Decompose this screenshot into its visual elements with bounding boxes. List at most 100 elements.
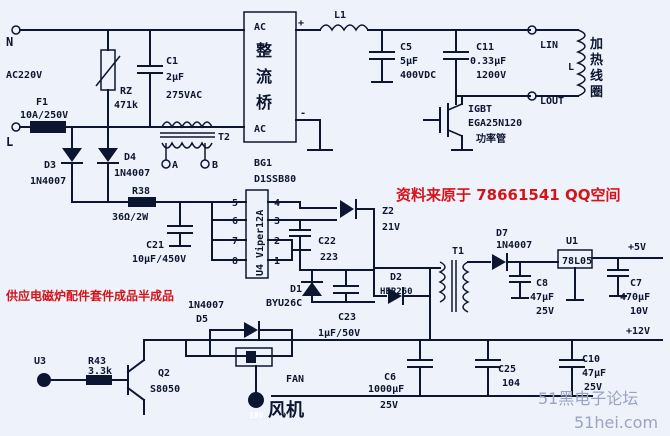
label-c22: C22 [318, 236, 336, 247]
heating-coil [575, 29, 586, 97]
plus-12v-rail [185, 339, 663, 397]
label-coil-cn-3: 线 [590, 68, 603, 84]
label-plus-5v: +5V [628, 242, 646, 253]
bridge-rectifier-bg1 [243, 11, 333, 151]
label-c7-rating: 10V [630, 306, 648, 317]
label-bridge-cn-1: 整 [255, 41, 272, 60]
label-lin: LIN [540, 40, 558, 51]
label-igbt: IGBT [468, 104, 492, 115]
label-u4-pin1: 1 [274, 256, 280, 267]
label-d3: D3 [44, 160, 56, 171]
label-c21-value: 10μF/450V [132, 254, 186, 265]
label-c7: C7 [630, 278, 642, 289]
label-q2-value: S8050 [150, 384, 180, 395]
fan-18v-terminal [248, 392, 264, 408]
zener-z2 [340, 200, 354, 218]
label-l: L [6, 135, 13, 149]
label-c25: C25 [498, 364, 516, 375]
label-u4-pin4: 4 [274, 198, 280, 209]
label-c1-rating: 275VAC [166, 90, 202, 101]
label-u4-pin7: 7 [232, 236, 238, 247]
label-bg1-value: D1SSB80 [254, 174, 296, 185]
terminal-n [11, 25, 21, 35]
label-z2-value: 21V [382, 222, 400, 233]
label-f1-value: 10A/250V [20, 110, 68, 121]
resistor-r43 [86, 375, 112, 385]
label-coil-cn-1: 加 [589, 37, 603, 52]
label-r43-value: 3.3k [88, 366, 112, 377]
label-bridge-minus: - [300, 108, 306, 119]
label-d3-value: 1N4007 [30, 176, 66, 187]
fan-connector [235, 347, 273, 367]
label-f1: F1 [36, 97, 48, 108]
label-c10: C10 [582, 354, 600, 365]
connector-u3 [37, 373, 51, 387]
label-d4: D4 [124, 152, 136, 163]
label-c5-rating: 400VDC [400, 70, 436, 81]
label-d4-value: 1N4007 [114, 168, 150, 179]
diodes-d3-d4 [61, 126, 231, 247]
resistor-r38 [128, 197, 156, 207]
transformer-t2 [160, 121, 215, 169]
label-c8: C8 [536, 278, 548, 289]
aux-supply-network [289, 199, 441, 341]
label-c5-value: 5μF [400, 56, 418, 67]
label-bg1: BG1 [254, 158, 272, 169]
diode-d1 [302, 282, 322, 296]
label-lout: LOUT [540, 96, 564, 107]
label-q2: Q2 [158, 368, 170, 379]
label-coil-cn-4: 圈 [590, 85, 603, 100]
label-igbt-note: 功率管 [476, 132, 506, 145]
label-ac220v: AC220V [6, 70, 42, 81]
component-labels: N AC220V F1 10A/250V L RZ 471k C1 2μF 27… [6, 10, 650, 421]
igbt-power-transistor [423, 95, 473, 151]
label-coil-cn-2: 热 [590, 52, 603, 68]
label-c6-value: 1000μF [368, 384, 404, 395]
label-igbt-value: EGA25N120 [468, 118, 522, 129]
label-d1-value: BYU26C [266, 298, 302, 309]
label-coil-l: L [568, 62, 574, 73]
label-fan-cn: 风机 [268, 400, 304, 421]
label-r43: R43 [88, 356, 106, 367]
label-bridge-cn-2: 流 [256, 67, 272, 86]
label-t2: T2 [218, 132, 230, 143]
label-c10-rating: 25V [584, 382, 602, 393]
label-r38-value: 36Ω/2W [112, 212, 149, 223]
label-bridge-cn-3: 桥 [256, 93, 273, 112]
label-c5: C5 [400, 42, 412, 53]
label-rz-value: 471k [114, 100, 138, 111]
label-c11-value: 0.33μF [470, 56, 506, 67]
mains-input-wiring [11, 25, 245, 133]
label-u4-pin3: 3 [274, 216, 280, 227]
label-c6: C6 [384, 372, 396, 383]
label-d2-value: HER260 [380, 287, 413, 297]
label-c11-rating: 1200V [476, 70, 506, 81]
diode-d2 [388, 288, 402, 304]
label-t2-b: B [212, 160, 218, 171]
label-c23: C23 [338, 312, 356, 323]
diode-d7 [492, 254, 506, 270]
label-d5: D5 [196, 314, 208, 325]
label-u4-pin2: 2 [274, 236, 280, 247]
watermark-line-2: 51hei.com [574, 413, 658, 432]
label-u4: U4 Viper12A [254, 210, 266, 276]
label-rz: RZ [120, 86, 132, 97]
label-n: N [6, 35, 13, 49]
diode-d3 [62, 148, 82, 162]
label-c23-value: 1μF/50V [318, 328, 360, 339]
terminal-l [11, 122, 21, 132]
label-bridge-plus: + [298, 18, 304, 29]
label-d1: D1 [290, 284, 302, 295]
watermark: 51黑电子论坛 51hei.com [538, 389, 658, 432]
inductor-l1 [319, 24, 369, 32]
label-u4-pin8: 8 [232, 256, 238, 267]
dc-bus [307, 24, 586, 101]
label-c10-value: 47μF [582, 368, 606, 379]
notes: 资料来原于 78661541 QQ空间 供应电磁炉配件套件成品半成品 [5, 186, 620, 303]
label-u1-value: 78L05 [562, 256, 592, 267]
label-c8-value: 47μF [530, 292, 554, 303]
supply-note: 供应电磁炉配件套件成品半成品 [5, 288, 174, 303]
label-c7-value: 470μF [620, 292, 650, 303]
